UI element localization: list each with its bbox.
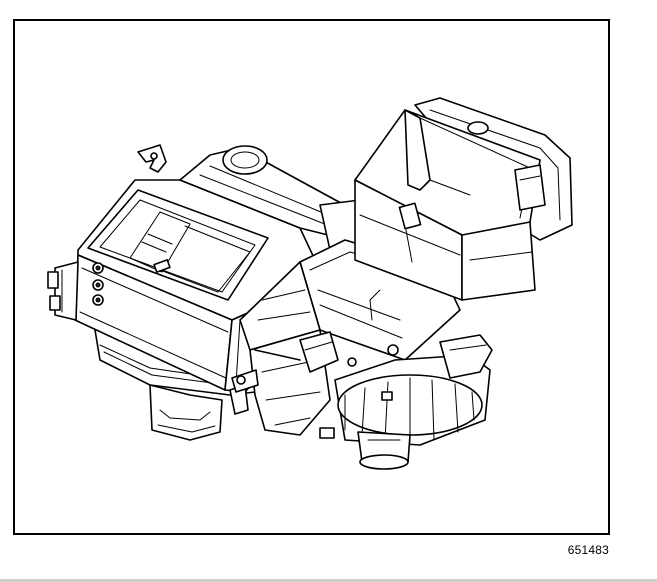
air-inlet-housing (354, 97, 573, 301)
bottom-divider (0, 579, 657, 582)
blower-motor-assembly (319, 334, 493, 470)
hose-fittings (229, 289, 381, 415)
figure-frame (13, 19, 610, 535)
figure-reference-code: 651483 (567, 543, 609, 557)
mounting-bracket (137, 144, 167, 173)
upper-air-duct (179, 145, 366, 251)
hvac-module-assembly-drawing (47, 97, 573, 470)
